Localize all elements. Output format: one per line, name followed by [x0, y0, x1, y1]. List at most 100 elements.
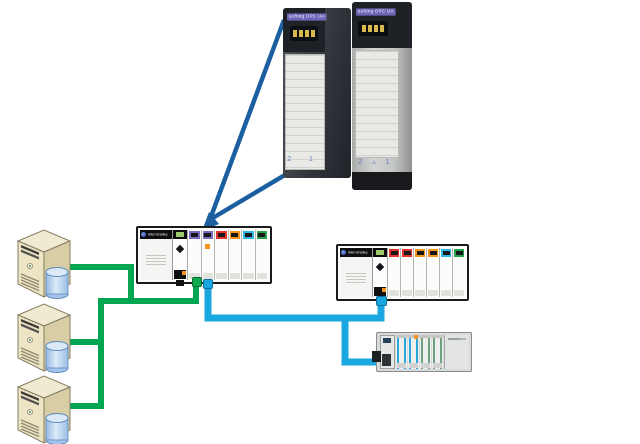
module-io-cyan — [242, 230, 256, 280]
module-color-strip — [428, 249, 438, 257]
green-link-server1 — [68, 264, 134, 304]
callout-line-top — [206, 19, 287, 223]
module-label-chip — [243, 273, 254, 279]
green-link-trunk — [68, 280, 199, 409]
module-label-chip — [402, 290, 412, 296]
key-switch-icon — [375, 262, 385, 272]
blue-link-branch-to-compact — [341, 318, 380, 366]
module-color-strip — [402, 249, 412, 257]
module-label-chip — [202, 273, 213, 279]
module-base — [352, 172, 412, 190]
module-label-chip — [433, 363, 442, 368]
orange-tag — [414, 335, 418, 339]
controller-connector — [374, 287, 386, 296]
power-supply-module: Allen-Bradley — [340, 248, 389, 297]
module-color-strip — [243, 231, 254, 239]
module-io-green — [453, 248, 465, 297]
blue-network-port-main — [203, 279, 213, 289]
module-label-chip — [216, 273, 227, 279]
module-io-orange — [228, 230, 242, 280]
slot-number-labels: 2 ▵ 1 — [358, 159, 394, 166]
module-color-strip — [229, 231, 240, 239]
front-panel — [285, 54, 325, 170]
brand-label: Allen-Bradley — [148, 232, 168, 237]
module-color-strip — [389, 249, 399, 257]
blue-network-port-compact — [372, 351, 381, 362]
controller-display — [176, 232, 184, 237]
module-color-strip — [415, 249, 425, 257]
compact-connector-block — [382, 354, 391, 366]
controllogix-rack-remote: Allen-Bradley — [336, 244, 469, 303]
module-label-chip — [415, 290, 425, 296]
module-label-chip — [189, 273, 200, 279]
module-label-chip — [389, 290, 399, 296]
compact-io-module-1 — [396, 335, 407, 369]
allen-bradley-logo-icon — [341, 250, 346, 255]
softing-opcua-module-large-right: softing OPC UA 2 ▵ 1 — [352, 2, 412, 190]
brand-label: Allen-Bradley — [348, 250, 368, 255]
controllogix-rack-main: Allen-Bradley — [136, 226, 272, 286]
module-io-orange-2 — [427, 248, 440, 297]
status-led-block — [358, 21, 388, 36]
controller-top-strip — [173, 230, 187, 239]
softing-banner-label: softing OPC UA — [356, 8, 396, 16]
slot-number-labels: 2 1 — [287, 156, 321, 163]
allen-bradley-logo-icon — [141, 232, 146, 237]
power-supply-module: Allen-Bradley — [140, 230, 189, 280]
module-color-strip — [441, 249, 451, 257]
controller-module — [173, 230, 188, 286]
tiny-print — [448, 338, 464, 340]
compact-display — [383, 338, 391, 343]
power-supply-vents — [146, 255, 166, 265]
module-label-chip — [409, 363, 418, 368]
front-panel — [355, 50, 399, 158]
module-label-chip — [454, 290, 464, 296]
database-server-icon — [17, 375, 71, 444]
module-color-strip — [189, 231, 200, 239]
orange-tag — [204, 244, 210, 249]
green-network-port — [192, 277, 202, 287]
module-softing-gateway-1 — [188, 230, 202, 280]
module-io-orange-1 — [414, 248, 427, 297]
power-supply-vents — [346, 273, 366, 283]
module-color-strip — [256, 231, 267, 239]
key-switch-icon — [175, 244, 185, 254]
power-supply-top-strip: Allen-Bradley — [140, 230, 189, 239]
module-io-red-1 — [388, 248, 401, 297]
compact-io-module-4 — [432, 335, 443, 369]
callout-line-bottom — [209, 167, 297, 221]
compact-end-module — [444, 335, 469, 369]
compactlogix-device — [372, 332, 472, 372]
module-io-red — [215, 230, 229, 280]
controller-tab — [176, 280, 184, 286]
blue-link-main-to-remote — [204, 283, 385, 322]
database-server-icon — [17, 303, 71, 374]
module-label-chip — [397, 363, 406, 368]
compact-io-module-3 — [420, 335, 431, 369]
database-server-icon — [17, 229, 71, 300]
controller-connector — [174, 270, 186, 279]
module-color-strip — [202, 231, 213, 239]
module-io-cyan — [440, 248, 453, 297]
softing-banner-label: softing OPC UA — [287, 13, 327, 21]
power-supply-top-strip: Allen-Bradley — [340, 248, 389, 257]
module-io-red-2 — [401, 248, 414, 297]
controller-module — [373, 248, 388, 303]
module-label-chip — [421, 363, 430, 368]
module-label-chip — [256, 273, 267, 279]
database-server-1 — [12, 228, 76, 302]
module-label-chip — [229, 273, 240, 279]
database-server-2 — [12, 302, 76, 376]
database-server-3 — [12, 374, 76, 444]
module-color-strip — [454, 249, 464, 257]
module-color-strip — [216, 231, 227, 239]
status-led-block — [290, 26, 318, 41]
controller-display — [376, 250, 384, 255]
module-label-chip — [428, 290, 438, 296]
module-softing-gateway-2 — [201, 230, 215, 280]
controller-top-strip — [373, 248, 387, 257]
module-label-chip — [441, 290, 451, 296]
softing-opcua-module-large-left: softing OPC UA 2 1 — [283, 8, 351, 178]
